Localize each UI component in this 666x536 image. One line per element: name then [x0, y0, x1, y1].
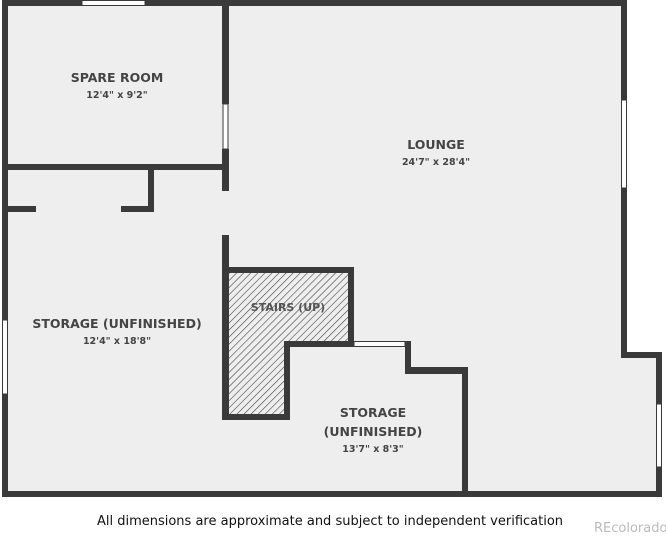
stairs-hatch — [229, 273, 348, 414]
window-left — [2, 319, 8, 395]
room-name-storage-right-1: STORAGE — [340, 405, 406, 420]
walls — [2, 0, 662, 497]
door-storage — [353, 341, 406, 347]
watermark-logo: REcolorado — [594, 521, 666, 536]
room-name-stairs: STAIRS (UP) — [251, 301, 325, 314]
window-lounge — [621, 99, 627, 189]
room-dims-storage-left: 12'4" x 18'8" — [83, 336, 151, 347]
room-name-storage-right-2: (UNFINISHED) — [324, 424, 423, 439]
window-right — [656, 403, 662, 468]
floor — [2, 0, 662, 497]
door-spare-room — [222, 103, 229, 150]
room-dims-storage-right: 13'7" x 8'3" — [342, 444, 404, 455]
windows-doors — [2, 0, 662, 468]
disclaimer-text: All dimensions are approximate and subje… — [96, 514, 564, 529]
room-dims-lounge: 24'7" x 28'4" — [402, 157, 470, 168]
room-name-spare-room: SPARE ROOM — [71, 70, 164, 85]
room-name-lounge: LOUNGE — [407, 137, 465, 152]
room-dims-spare-room: 12'4" x 9'2" — [86, 90, 148, 101]
window-top — [81, 0, 146, 6]
room-name-storage-left: STORAGE (UNFINISHED) — [32, 316, 201, 331]
